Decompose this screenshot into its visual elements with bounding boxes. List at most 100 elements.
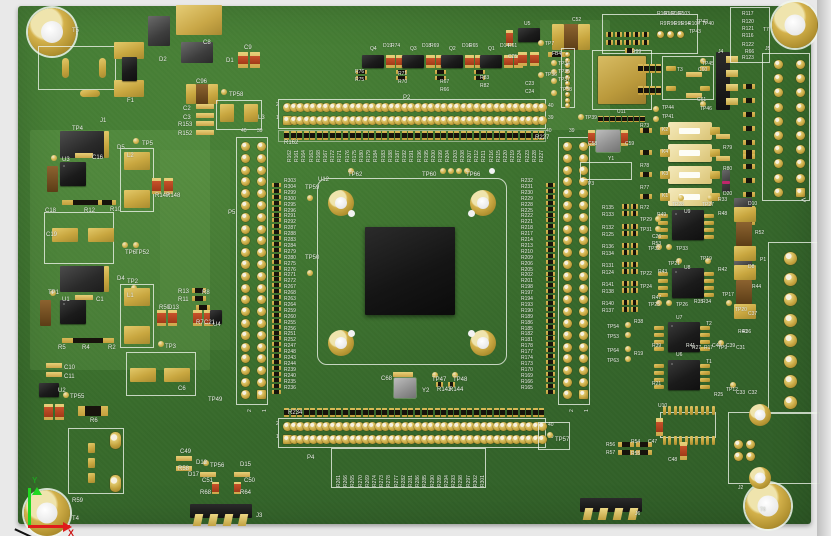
p4-pin[interactable] bbox=[531, 422, 541, 431]
p2-pin[interactable] bbox=[427, 103, 437, 112]
p5-pin[interactable] bbox=[257, 201, 266, 210]
p4-pin[interactable] bbox=[414, 422, 423, 431]
j5-pin[interactable] bbox=[796, 131, 805, 140]
j5-pin[interactable] bbox=[796, 74, 805, 84]
p4-pin[interactable] bbox=[459, 422, 469, 431]
p5-pin[interactable] bbox=[257, 224, 266, 234]
j5-pin[interactable] bbox=[796, 187, 805, 197]
p3-pin[interactable] bbox=[579, 236, 588, 246]
p5-pin[interactable] bbox=[257, 165, 266, 175]
p2-pin[interactable] bbox=[492, 103, 502, 112]
j5-pin[interactable] bbox=[774, 116, 783, 126]
j5-pin[interactable] bbox=[796, 88, 805, 98]
j9-pin[interactable] bbox=[565, 86, 570, 92]
p2-pin[interactable] bbox=[348, 103, 358, 112]
p4-pin[interactable] bbox=[538, 422, 548, 431]
p2-pin[interactable] bbox=[486, 115, 496, 125]
p4-pin[interactable] bbox=[309, 434, 319, 444]
p4-pin[interactable] bbox=[361, 434, 371, 444]
p2-pin[interactable] bbox=[427, 115, 437, 125]
p3-pin[interactable] bbox=[579, 295, 588, 305]
p2-pin[interactable] bbox=[302, 115, 312, 125]
p4-pin[interactable] bbox=[394, 434, 404, 444]
j9-pin[interactable] bbox=[565, 97, 570, 103]
p4-pin[interactable] bbox=[407, 434, 417, 444]
p1-pin[interactable] bbox=[784, 293, 797, 306]
p4-pin[interactable] bbox=[433, 422, 443, 431]
p2-pin[interactable] bbox=[368, 115, 378, 125]
p2-pin[interactable] bbox=[446, 103, 456, 112]
p2-pin[interactable] bbox=[283, 115, 292, 125]
p4-pin[interactable] bbox=[472, 422, 482, 431]
p5-pin[interactable] bbox=[241, 177, 250, 187]
p4-pin[interactable] bbox=[368, 422, 378, 431]
p4-pin[interactable] bbox=[512, 434, 522, 444]
p2-pin[interactable] bbox=[525, 103, 535, 112]
p5-pin[interactable] bbox=[241, 366, 250, 376]
p4-pin[interactable] bbox=[414, 434, 423, 444]
p4-pin[interactable] bbox=[387, 422, 397, 431]
p2-pin[interactable] bbox=[381, 103, 391, 112]
p5-pin[interactable] bbox=[257, 330, 266, 340]
p3-pin[interactable] bbox=[563, 330, 572, 340]
p2-pin[interactable] bbox=[531, 115, 541, 125]
j9-pin[interactable] bbox=[565, 52, 570, 57]
p3-pin[interactable] bbox=[579, 189, 588, 199]
p4-pin[interactable] bbox=[328, 422, 338, 431]
j5-pin[interactable] bbox=[774, 131, 783, 140]
p5-pin[interactable] bbox=[241, 342, 250, 352]
p4-pin[interactable] bbox=[499, 434, 509, 444]
p4-pin[interactable] bbox=[296, 434, 306, 444]
p4-pin[interactable] bbox=[420, 422, 430, 431]
p3-pin[interactable] bbox=[579, 319, 588, 328]
p4-pin[interactable] bbox=[466, 434, 476, 444]
p2-pin[interactable] bbox=[453, 103, 463, 112]
p3-pin[interactable] bbox=[563, 389, 572, 399]
p4-pin[interactable] bbox=[322, 422, 332, 431]
p3-pin[interactable] bbox=[579, 201, 588, 210]
p5-pin[interactable] bbox=[257, 378, 266, 387]
p3-pin[interactable] bbox=[563, 295, 572, 305]
j5-pin[interactable] bbox=[774, 187, 783, 197]
p4-pin[interactable] bbox=[479, 422, 489, 431]
p5-pin[interactable] bbox=[257, 153, 266, 163]
p4-pin[interactable] bbox=[355, 422, 365, 431]
p3-pin[interactable] bbox=[563, 319, 572, 328]
j9-pin[interactable] bbox=[565, 91, 570, 97]
p3-pin[interactable] bbox=[579, 389, 588, 399]
p4-pin[interactable] bbox=[374, 422, 384, 431]
p2-pin[interactable] bbox=[512, 115, 522, 125]
p2-pin[interactable] bbox=[374, 103, 384, 112]
p4-pin[interactable] bbox=[302, 434, 312, 444]
p4-pin[interactable] bbox=[499, 422, 509, 431]
j5-pin[interactable] bbox=[796, 145, 805, 155]
p2-pin[interactable] bbox=[538, 115, 548, 125]
p3-pin[interactable] bbox=[579, 271, 588, 281]
j5-pin[interactable] bbox=[774, 145, 783, 155]
p5-pin[interactable] bbox=[241, 153, 250, 163]
p3-pin[interactable] bbox=[579, 330, 588, 340]
p2-pin[interactable] bbox=[328, 103, 338, 112]
p2-pin[interactable] bbox=[472, 103, 482, 112]
j5-pin[interactable] bbox=[796, 60, 805, 69]
p4-pin[interactable] bbox=[309, 422, 319, 431]
j5-pin[interactable] bbox=[796, 173, 805, 183]
p4-pin[interactable] bbox=[512, 422, 522, 431]
p2-pin[interactable] bbox=[433, 103, 443, 112]
p3-pin[interactable] bbox=[579, 212, 588, 222]
p4-pin[interactable] bbox=[505, 434, 515, 444]
p3-pin[interactable] bbox=[563, 354, 572, 364]
p4-pin[interactable] bbox=[420, 434, 430, 444]
j9-pin[interactable] bbox=[565, 74, 570, 80]
p4-pin[interactable] bbox=[368, 434, 378, 444]
p3-pin[interactable] bbox=[563, 260, 572, 269]
p4-pin[interactable] bbox=[283, 422, 292, 431]
p2-pin[interactable] bbox=[355, 115, 365, 125]
p3-pin[interactable] bbox=[579, 142, 588, 151]
p4-pin[interactable] bbox=[302, 422, 312, 431]
p2-pin[interactable] bbox=[296, 115, 306, 125]
p2-pin[interactable] bbox=[459, 103, 469, 112]
p2-pin[interactable] bbox=[505, 115, 515, 125]
p3-pin[interactable] bbox=[579, 342, 588, 352]
